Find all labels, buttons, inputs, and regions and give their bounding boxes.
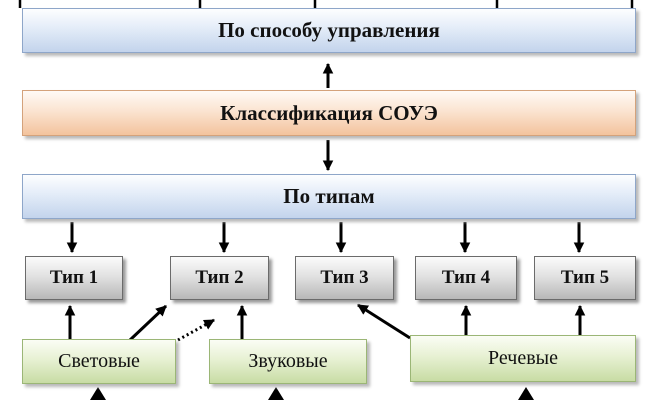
bottom-arrowhead <box>268 387 284 400</box>
band-classification: Классификация СОУЭ <box>22 90 636 136</box>
type-5-box: Тип 5 <box>534 256 636 300</box>
signal-speech-box: Речевые <box>410 335 636 382</box>
type-4-label: Тип 4 <box>441 267 491 288</box>
arrow-speech-to-type-3 <box>357 303 411 340</box>
band-by-types-label: По типам <box>283 184 375 208</box>
type-2-label: Тип 2 <box>195 267 244 288</box>
band-classification-label: Классификация СОУЭ <box>220 100 438 125</box>
band-by-types: По типам <box>22 174 636 219</box>
type-1-label: Тип 1 <box>49 267 99 288</box>
signal-light-box: Световые <box>22 339 176 384</box>
arrow-light-to-type-2 <box>128 304 168 342</box>
type-2-box: Тип 2 <box>170 256 269 300</box>
signal-light-label: Световые <box>58 350 140 372</box>
signal-sound-label: Звуковые <box>248 350 328 372</box>
type-1-box: Тип 1 <box>25 256 123 300</box>
band-control-method-label: По способу управления <box>218 18 440 42</box>
type-4-box: Тип 4 <box>415 256 517 300</box>
bottom-arrowhead <box>518 387 534 400</box>
bottom-arrowhead <box>90 387 106 400</box>
signal-speech-label: Речевые <box>488 347 558 369</box>
type-3-box: Тип 3 <box>295 256 394 300</box>
type-5-label: Тип 5 <box>560 267 610 288</box>
band-control-method: По способу управления <box>22 8 636 53</box>
type-3-label: Тип 3 <box>320 267 369 288</box>
signal-sound-box: Звуковые <box>209 339 367 384</box>
arrow-light-to-type-2-dotted <box>177 318 215 342</box>
